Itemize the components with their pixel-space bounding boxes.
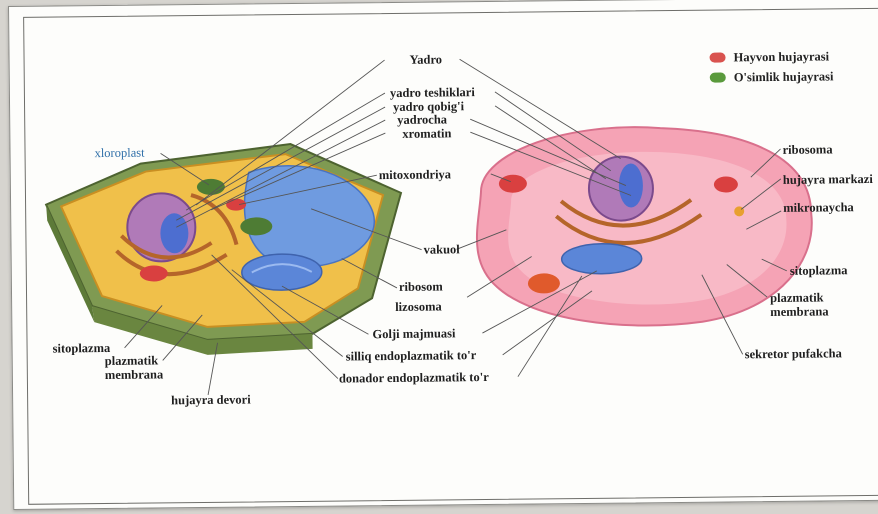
animal-cell [476,125,813,327]
label-ribosom: ribosom [399,279,443,293]
label-hujayra-markazi: hujayra markazi [783,172,873,187]
label-silliq-ept: silliq endoplazmatik to'r [346,348,477,363]
label-mitoxondriya: mitoxondriya [379,167,451,182]
legend-label-plant: O'simlik hujayrasi [734,69,834,85]
label-plazmatik-left: plazmatik [105,353,159,368]
label-yadro: Yadro [410,52,443,66]
label-mikronaycha: mikronaycha [783,200,854,215]
legend-item-animal: Hayvon hujayrasi [709,46,833,67]
label-xromatin: xromatin [402,126,451,141]
label-ribosoma: ribosoma [782,142,832,157]
label-donador-ept: donador endoplazmatik to'r [339,370,489,386]
legend-swatch-plant [710,72,726,82]
figure-card: Hayvon hujayrasi O'simlik hujayrasi Yadr… [8,0,878,510]
legend-label-animal: Hayvon hujayrasi [733,49,829,65]
plant-cell [45,143,402,357]
label-golji: Golji majmuasi [372,326,455,341]
legend-item-plant: O'simlik hujayrasi [710,66,834,87]
label-membrana-left: membrana [105,367,163,382]
legend: Hayvon hujayrasi O'simlik hujayrasi [709,46,833,87]
label-xloroplast: xloroplast [94,146,144,161]
label-hujayra-devori: hujayra devori [171,392,251,407]
label-yadrocha: yadrocha [397,112,447,127]
label-sekretor: sekretor pufakcha [745,346,842,361]
label-yadro-teshiklari: yadro teshiklari [390,85,475,100]
legend-swatch-animal [710,52,726,62]
animal-golgi [562,243,642,274]
label-plazmatik-right: plazmatik [770,290,824,305]
label-sitoplazma-left: sitoplazma [53,341,111,356]
label-vakuol: vakuol [424,242,460,256]
label-lizosoma: lizosoma [395,299,442,313]
label-membrana-right: membrana [770,304,828,319]
label-sitoplazma-right: sitoplazma [790,263,848,278]
